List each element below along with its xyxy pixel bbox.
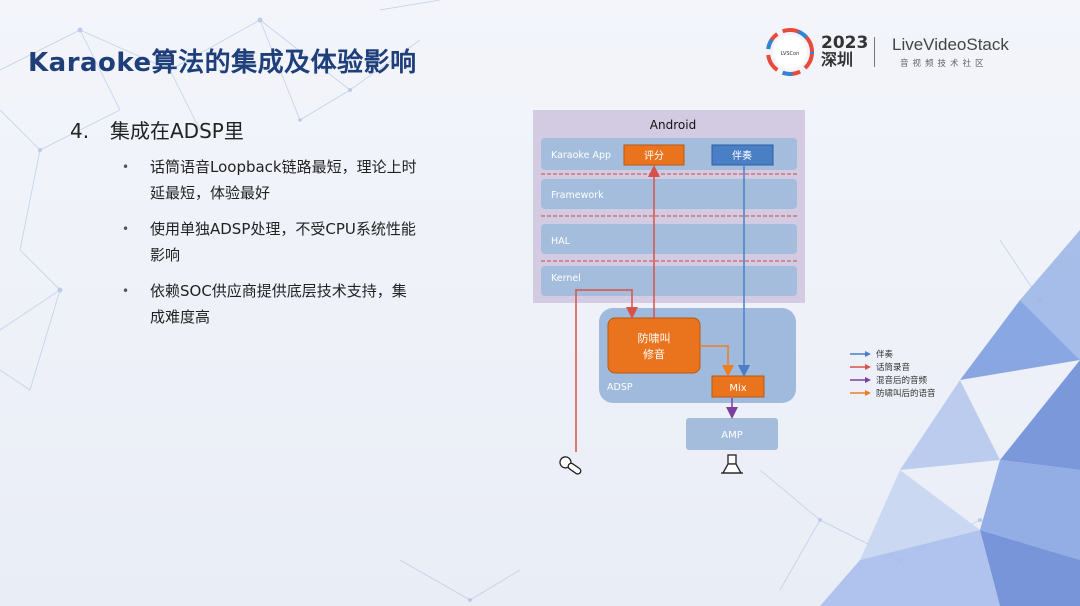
logo-tagline: 音视频技术社区	[900, 59, 988, 69]
bullet-item: • 使用单独ADSP处理，不受CPU系统性能影响	[120, 216, 420, 268]
layer-framework	[541, 179, 797, 209]
section-heading-text: 集成在ADSP里	[110, 119, 244, 143]
howl-output-arrow	[700, 345, 734, 377]
android-label: Android	[650, 118, 696, 132]
bullet-dot-icon: •	[122, 284, 130, 298]
mix-box-label: Mix	[729, 383, 746, 394]
amp-box	[686, 418, 778, 450]
layer-hal	[541, 224, 797, 254]
conference-logo: LVSCon 2023 深圳 LiveVideoStack 音视频技术社区	[766, 26, 1036, 82]
legend-label: 伴奏	[876, 350, 894, 360]
speaker-icon	[721, 454, 743, 474]
bullet-item: • 依赖SOC供应商提供底层技术支持，集成难度高	[120, 278, 420, 330]
adsp-label: ADSP	[607, 382, 633, 393]
slide-title: Karaoke算法的集成及体验影响	[28, 48, 417, 78]
layer-label-karaoke-app: Karaoke App	[551, 150, 611, 161]
legend-label: 防啸叫后的语音	[876, 389, 936, 399]
logo-brand: LiveVideoStack	[892, 35, 1009, 54]
livevideostackcon-logo-icon: LVSCon	[766, 28, 814, 76]
logo-city: 深圳	[821, 50, 854, 69]
bullet-list: • 话筒语音Loopback链路最短，理论上时延最短，体验最好 • 使用单独AD…	[120, 154, 420, 340]
layer-label-hal: HAL	[551, 236, 571, 247]
score-box-label: 评分	[644, 150, 664, 162]
legend-arrow-blue-icon	[850, 351, 871, 357]
layer-label-kernel: Kernel	[551, 273, 581, 284]
section-number: 4.	[70, 119, 90, 143]
layer-label-framework: Framework	[551, 190, 604, 201]
svg-text:LVSCon: LVSCon	[781, 51, 800, 57]
legend-label: 混音后的音频	[876, 376, 928, 386]
accompany-box-label: 伴奏	[732, 149, 752, 162]
howl-box-line1: 防啸叫	[638, 331, 671, 345]
logo-separator	[874, 37, 875, 67]
legend-arrow-red-icon	[850, 364, 871, 370]
bullet-item: • 话筒语音Loopback链路最短，理论上时延最短，体验最好	[120, 154, 420, 206]
amp-box-label: AMP	[721, 430, 743, 441]
adsp-architecture-diagram: Android Karaoke App Framework HAL Kernel…	[533, 110, 805, 475]
bullet-text: 话筒语音Loopback链路最短，理论上时延最短，体验最好	[150, 158, 417, 202]
accompany-box	[711, 144, 774, 166]
legend-arrow-purple-icon	[850, 377, 871, 383]
section-heading: 4. 集成在ADSP里	[70, 115, 244, 144]
howl-box-line2: 修音	[643, 347, 665, 361]
bullet-dot-icon: •	[122, 222, 130, 236]
microphone-icon	[559, 456, 582, 475]
legend-label: 话筒录音	[876, 363, 911, 373]
bullet-text: 依赖SOC供应商提供底层技术支持，集成难度高	[150, 282, 407, 326]
bullet-text: 使用单独ADSP处理，不受CPU系统性能影响	[150, 220, 416, 264]
mic-recording-arrow	[575, 289, 638, 452]
logo-year: 2023	[821, 33, 869, 53]
bullet-dot-icon: •	[122, 160, 130, 174]
howl-suppression-box	[607, 317, 701, 374]
layer-kernel	[541, 266, 797, 296]
legend-arrow-orange-icon	[850, 390, 871, 396]
